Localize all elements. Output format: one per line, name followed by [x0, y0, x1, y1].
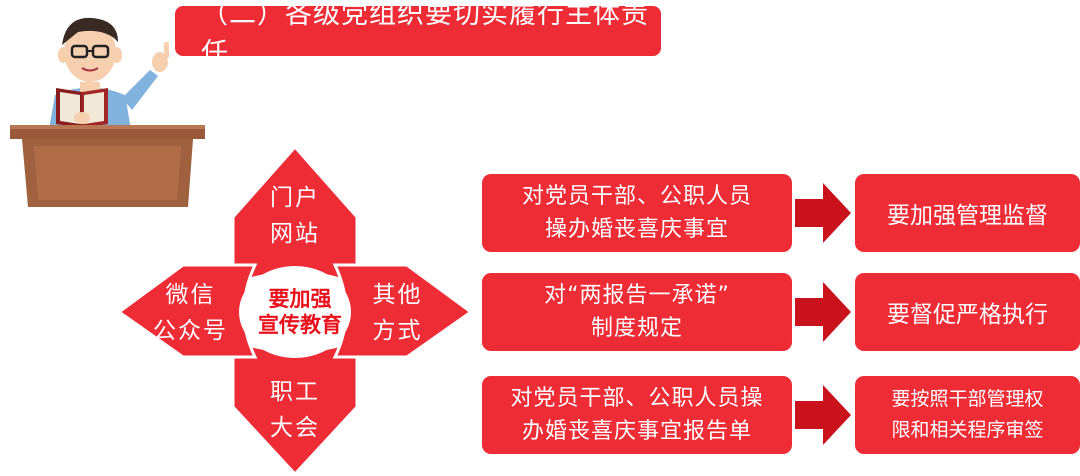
title-bar: （二）各级党组织要切实履行主体责任	[175, 0, 661, 69]
petal-center-label: 要加强 宣传教育	[258, 287, 342, 337]
row-2-right-box: 要督促严格执行	[855, 273, 1080, 351]
petal-left-label: 微信 公众号	[153, 282, 228, 344]
row-2-left-box: 对“两报告一承诺” 制度规定	[482, 273, 792, 351]
row-3-arrow-icon	[795, 385, 851, 445]
row-1-right-box: 要加强管理监督	[855, 174, 1080, 252]
row-1-arrow-icon	[795, 183, 851, 243]
petal-right-label: 其他 方式	[372, 282, 423, 344]
row-3-left-box: 对党员干部、公职人员操 办婚丧喜庆事宜报告单	[482, 376, 792, 454]
teacher-illustration	[10, 17, 205, 207]
row-3-right-box: 要按照干部管理权 限和相关程序审签	[855, 376, 1080, 454]
row-1-left-box: 对党员干部、公职人员 操办婚丧喜庆事宜	[482, 174, 792, 252]
petal-top-label: 门户 网站	[270, 185, 320, 247]
petal-bottom-label: 职工 大会	[270, 379, 320, 441]
petal-center	[239, 266, 351, 358]
petal-diagram	[116, 145, 474, 476]
row-2-arrow-icon	[795, 282, 851, 342]
page-title: （二）各级党组织要切实履行主体责任	[201, 0, 649, 69]
